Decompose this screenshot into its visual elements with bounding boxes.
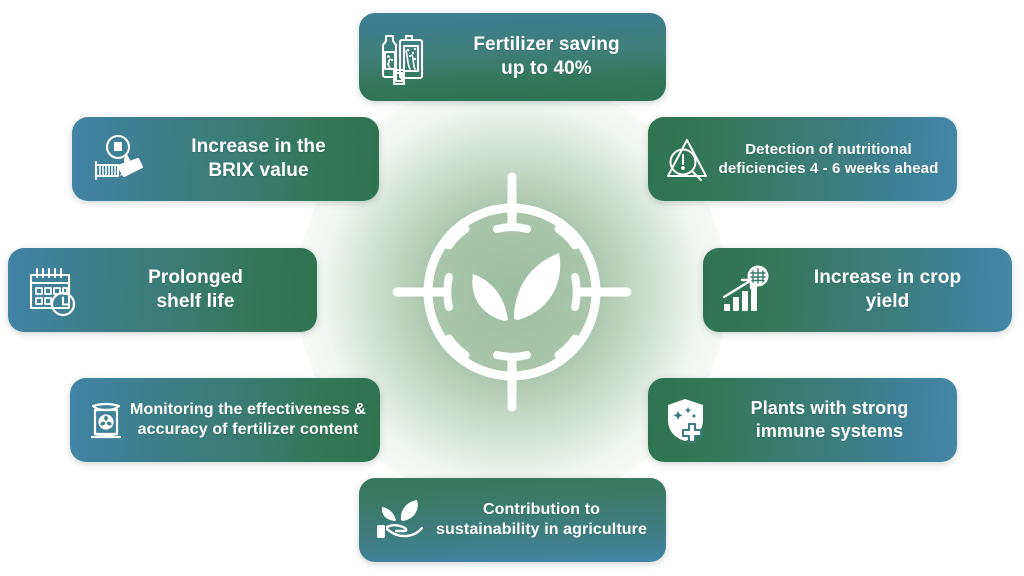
card-label: Detection of nutritional deficiencies 4 …: [718, 140, 939, 177]
fertilizer-sack-icon: [84, 397, 128, 443]
refractometer-magnifier-icon: [86, 132, 148, 186]
card-sustainability[interactable]: Contribution to sustainability in agricu…: [359, 478, 666, 562]
card-label: Plants with strong immune systems: [750, 397, 909, 441]
card-fertilizer-monitoring[interactable]: Monitoring the effectiveness & accuracy …: [70, 378, 380, 462]
card-prolonged-shelf-life[interactable]: Prolonged shelf life: [8, 248, 317, 332]
warning-triangle-magnifier-icon: [662, 134, 712, 184]
shield-medical-cross-icon: [662, 394, 714, 446]
bar-chart-arrow-wheat-icon: [717, 264, 773, 316]
card-label: Prolonged shelf life: [148, 266, 243, 312]
crosshair-target-with-leaves-icon: [392, 172, 632, 412]
card-label: Contribution to sustainability in agricu…: [436, 500, 647, 538]
card-label: Increase in crop yield: [813, 266, 962, 312]
card-fertilizer-saving[interactable]: Fertilizer saving up to 40%: [359, 13, 666, 101]
fertilizer-bottle-canister-icon: [373, 26, 437, 88]
card-crop-yield[interactable]: Increase in crop yield: [703, 248, 1012, 332]
card-nutritional-deficiency-detection[interactable]: Detection of nutritional deficiencies 4 …: [648, 117, 957, 201]
center-target-graphic: [387, 167, 637, 417]
card-label: Increase in the BRIX value: [191, 135, 326, 181]
card-label: Fertilizer saving up to 40%: [473, 33, 620, 79]
card-label: Monitoring the effectiveness & accuracy …: [130, 400, 366, 438]
calendar-clock-icon: [22, 262, 84, 318]
hand-holding-leaves-icon: [373, 495, 429, 545]
card-plant-immunity[interactable]: Plants with strong immune systems: [648, 378, 957, 462]
card-brix-value[interactable]: Increase in the BRIX value: [72, 117, 379, 201]
